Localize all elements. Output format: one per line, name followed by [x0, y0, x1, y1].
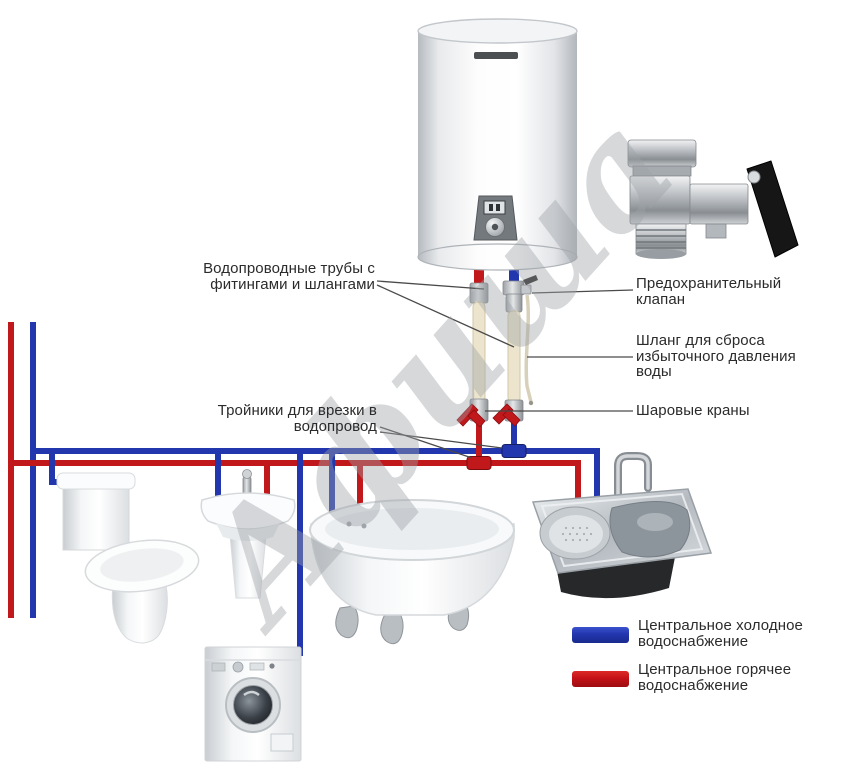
label-relief-hose-line2: избыточного давления — [636, 347, 796, 365]
kitchen-sink-illustration — [531, 452, 713, 599]
legend-hot-swatch — [572, 671, 629, 687]
heater-logo — [474, 52, 518, 59]
legend-hot-label: Центральное горячее водоснабжение — [638, 662, 791, 693]
hot-flex-hose — [472, 301, 486, 403]
washbasin-underbowl — [216, 523, 280, 541]
washer-glass-sheen — [243, 690, 260, 697]
washbasin-illustration — [200, 469, 296, 599]
cold-inlet-stub — [509, 261, 519, 283]
washbasin-faucet-knob — [242, 469, 252, 479]
washer-door-glass — [233, 685, 273, 725]
washer-dispenser — [211, 662, 226, 672]
water-heater — [417, 18, 578, 271]
hot-outlet-stub — [474, 261, 484, 285]
label-tees-line2: водопровод — [293, 417, 377, 435]
valve-thread-lines — [636, 229, 686, 249]
cold-fitting — [505, 293, 523, 313]
cold-valve-handle — [492, 403, 514, 425]
valve-collar — [632, 165, 692, 177]
toilet-tank — [62, 485, 130, 551]
valve-hex-nut — [627, 139, 697, 168]
heater-dial-notch — [491, 223, 499, 231]
washer-filter-door — [270, 733, 294, 752]
label-ball-valves: Шаровые краны — [636, 403, 750, 419]
relief-hose-tip — [528, 400, 534, 406]
label-tees: Тройники для врезки в водопровод — [218, 403, 377, 434]
legend-cold-line1: Центральное холодное — [638, 617, 803, 634]
valve-extension — [689, 183, 749, 225]
label-ball-valves-text: Шаровые краны — [636, 402, 750, 419]
leader-lines — [376, 280, 634, 459]
washing-machine-illustration — [204, 646, 302, 762]
hot-valve-handle — [456, 403, 479, 427]
label-safety-valve: Предохранительный клапан — [636, 276, 781, 307]
valve-side-outlet — [705, 223, 727, 239]
legend-cold-label: Центральное холодное водоснабжение — [638, 618, 803, 649]
toilet-seat — [84, 539, 200, 593]
valve-lever — [746, 160, 799, 258]
heater-top — [417, 18, 578, 44]
leader-pipes-2 — [376, 284, 515, 348]
heater-bottom — [417, 243, 578, 271]
label-supply-pipes-line2: фитингами и шлангами — [210, 275, 375, 293]
cold-tee-fitting — [501, 444, 527, 458]
heater-display — [483, 200, 506, 215]
legend-hot-line2: водоснабжение — [638, 676, 749, 694]
leader-pipes-1 — [376, 280, 485, 290]
safety-valve-lever — [523, 275, 538, 285]
toilet-illustration — [56, 472, 200, 644]
label-safety-valve-line2: клапан — [636, 290, 686, 308]
bathtub-faucet-hole2 — [361, 523, 367, 529]
washbasin-bowl — [200, 492, 296, 530]
valve-thread-end — [636, 249, 686, 259]
leader-safety-valve — [531, 289, 634, 294]
cold-flex-hose — [507, 310, 521, 404]
label-safety-valve-line1: Предохранительный — [636, 275, 782, 292]
label-supply-pipes-line1: Водопроводные трубы с — [203, 260, 375, 277]
hot-fitting — [469, 282, 489, 304]
legend-cold-swatch — [572, 627, 629, 643]
label-supply-pipes: Водопроводные трубы с фитингами и шланга… — [203, 261, 375, 292]
sink-right-bowl-sheen — [637, 513, 673, 531]
legend-hot-line1: Центральное горячее — [638, 661, 792, 678]
washer-display — [249, 662, 265, 671]
hot-tee-fitting — [466, 456, 492, 470]
cold-valve-handle2 — [502, 408, 521, 427]
display-digit2 — [496, 204, 500, 211]
valve-body — [629, 175, 691, 225]
label-tees-line1: Тройники для врезки в — [217, 402, 377, 419]
kitchen-faucet — [616, 454, 650, 505]
heater-connections — [456, 261, 538, 428]
toilet-base — [111, 583, 168, 644]
label-relief-hose-line1: Шланг для сброса — [636, 332, 765, 349]
safety-valve-illustration — [627, 139, 799, 259]
washbasin-pedestal — [229, 534, 267, 599]
legend-cold-line2: водоснабжение — [638, 632, 749, 650]
bathtub-illustration — [309, 499, 515, 645]
leader-tees-2 — [379, 431, 503, 449]
leader-tees-1 — [379, 426, 473, 459]
display-digit — [489, 204, 493, 211]
bathtub-interior — [325, 508, 499, 550]
safety-valve-outlet — [520, 284, 532, 295]
bathtub-faucet-hole — [346, 521, 352, 527]
hot-valve-handle2 — [467, 409, 486, 428]
label-relief-hose-line3: воды — [636, 363, 672, 380]
valve-lever-pivot — [747, 170, 761, 184]
strainer-holes — [561, 526, 593, 542]
label-relief-hose: Шланг для сброса избыточного давления во… — [636, 333, 796, 380]
hot-main-pipe — [11, 460, 581, 503]
relief-hose — [524, 294, 533, 403]
washer-knob — [232, 661, 244, 673]
toilet-tank-lid — [56, 472, 136, 490]
washer-button — [269, 663, 275, 669]
